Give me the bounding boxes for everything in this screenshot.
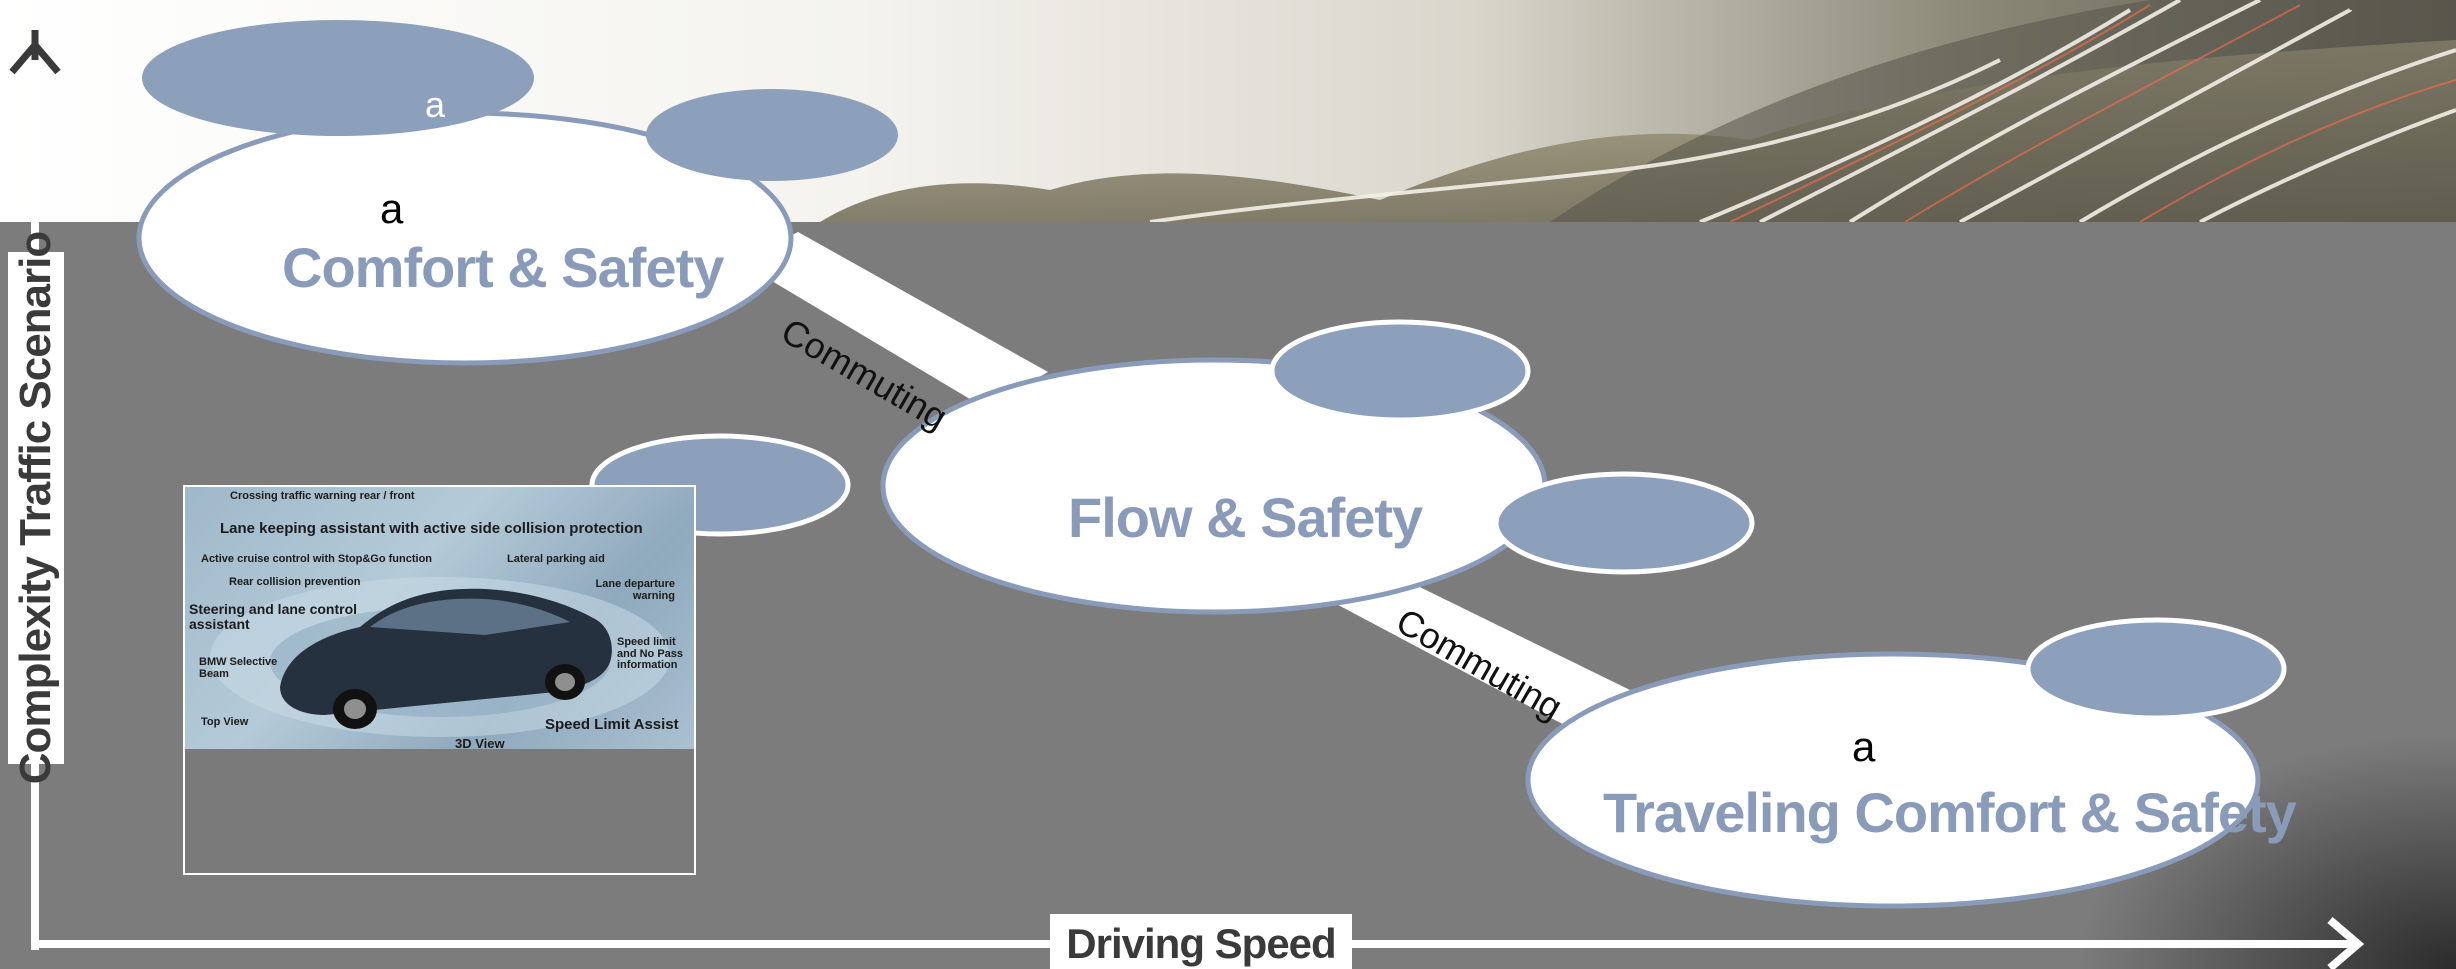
feature-item: Speed limit and No Pass information — [617, 636, 684, 672]
road-lower — [1325, 570, 1630, 728]
y-axis-label-text: Complexity Traffic Scenario — [11, 231, 60, 785]
feature-item: Speed Limit Assist — [545, 716, 679, 733]
traveling-marker: a — [1852, 723, 1876, 770]
node-traveling — [1525, 617, 2287, 909]
node-comfort — [136, 20, 898, 366]
comfort-marker: a — [380, 185, 404, 232]
node-flow — [880, 319, 1755, 615]
feature-item: Lane departure warning — [595, 578, 675, 602]
feature-item: Steering and lane control assistant — [189, 601, 358, 632]
traveling-title: Traveling Comfort & Safety — [1603, 781, 2297, 844]
feature-item: Lateral parking aid — [507, 553, 605, 565]
bubble-flow-top — [1269, 319, 1531, 423]
bubble-comfort-right — [646, 89, 898, 181]
x-axis-label-text: Driving Speed — [1066, 920, 1336, 967]
feature-item: Top View — [201, 716, 249, 728]
feature-item: Crossing traffic warning rear / front — [230, 490, 415, 502]
bubble-traveling-top — [2025, 617, 2287, 721]
x-axis-label: Driving Speed — [1050, 914, 1352, 969]
car-illustration — [210, 577, 670, 737]
bubble-comfort-top — [142, 20, 534, 136]
feature-item: Rear collision prevention — [229, 576, 361, 588]
feature-item: Lane keeping assistant with active side … — [220, 520, 643, 537]
feature-item: BMW Selective Beam — [199, 656, 278, 680]
flow-title: Flow & Safety — [1068, 486, 1423, 549]
driver-assistance-image-content: Crossing traffic warning rear / front La… — [185, 487, 694, 751]
feature-item: Active cruise control with Stop&Go funct… — [201, 553, 433, 565]
bubble-flow-right — [1493, 471, 1755, 575]
driver-assistance-image: Crossing traffic warning rear / front La… — [183, 485, 696, 875]
feature-item: 3D View — [455, 736, 505, 751]
road-upper — [740, 232, 1048, 408]
y-axis-label: Complexity Traffic Scenario — [8, 232, 64, 784]
comfort-top-bubble-text: a — [425, 84, 446, 125]
comfort-title: Comfort & Safety — [282, 236, 724, 299]
